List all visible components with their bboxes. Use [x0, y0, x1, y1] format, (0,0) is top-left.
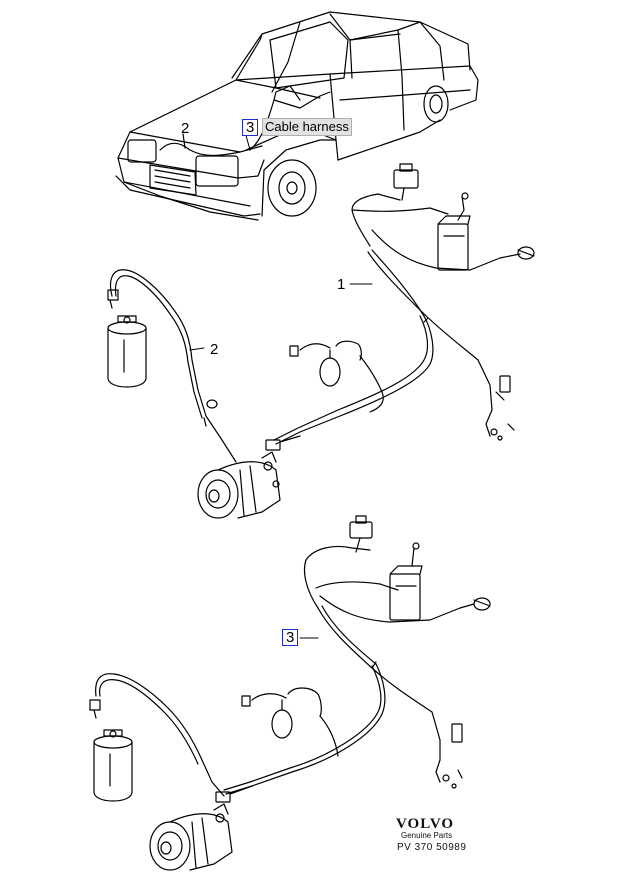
car-illustration: [115, 11, 479, 221]
callout-2-car: 2: [181, 120, 190, 137]
diagram-code: PV 370 50989: [397, 842, 467, 853]
compressor-2-illustration: [149, 803, 233, 871]
cable-harness-1-illustration: [265, 163, 535, 451]
callout-3-link[interactable]: 3: [282, 629, 299, 646]
receiver-drier-2-illustration: [93, 729, 133, 802]
callout-leaders: [189, 127, 373, 639]
callout-1: 1: [337, 276, 346, 293]
callout-2: 2: [210, 341, 219, 358]
genuine-parts-label: Genuine Parts: [401, 831, 453, 840]
compressor-illustration: [197, 451, 281, 519]
cable-harness-tooltip: Cable harness: [262, 118, 352, 136]
receiver-drier-illustration: [107, 315, 147, 388]
callout-3-car-link[interactable]: 3: [242, 119, 259, 136]
cable-harness-2-illustration: [107, 269, 237, 463]
cable-harness-3-illustration: [89, 515, 491, 803]
volvo-logo: VOLVO: [396, 816, 455, 832]
